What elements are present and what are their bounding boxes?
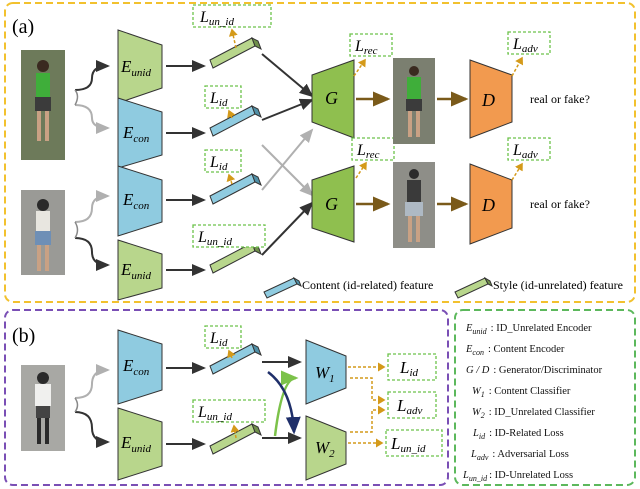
svg-text:Lun_id: Lun_id bbox=[197, 404, 232, 423]
branch-arrow-img2-con bbox=[74, 190, 110, 223]
svg-text:Lrec: Lrec bbox=[354, 38, 378, 57]
loss-id-a3-box: Lid bbox=[204, 149, 242, 173]
loss-id-right-box: Lid bbox=[387, 353, 437, 381]
panel-b-label: (b) bbox=[12, 325, 35, 347]
svg-text:Eunid: Eunid bbox=[120, 57, 151, 79]
svg-text:Ladv: Ladv bbox=[512, 142, 538, 161]
loss-un-id-b-box: Lun_id bbox=[192, 399, 266, 423]
svg-text:Ladv: Ladv bbox=[396, 396, 422, 417]
svg-text:G / D: Generator/Discriminator: G / D: Generator/Discriminator bbox=[466, 365, 603, 376]
encoder-unid-a1-base: E bbox=[120, 57, 132, 76]
generated-image-2 bbox=[393, 162, 435, 248]
loss-adv-1-box: Ladv bbox=[507, 31, 551, 55]
person-image-3 bbox=[21, 365, 65, 451]
svg-text:Ladv: Adversarial Loss: Ladv: Adversarial Loss bbox=[470, 449, 569, 462]
style-feature-a1 bbox=[209, 36, 262, 69]
svg-text:W2: ID_Unrelated Classifier: W2: ID_Unrelated Classifier bbox=[472, 407, 595, 420]
encoder-con-b1: Econ bbox=[117, 329, 163, 405]
discriminator-2: D bbox=[469, 163, 513, 245]
svg-text:Lun_id: Lun_id bbox=[199, 9, 234, 28]
loss-un-id-bottom-box: Lun_id bbox=[192, 224, 266, 248]
generator-2: G bbox=[311, 165, 355, 243]
svg-text:Lun_id: Lun_id bbox=[197, 229, 232, 248]
loss-rec-1-box: Lrec bbox=[349, 33, 393, 57]
loss-id-b-box: Lid bbox=[204, 325, 242, 349]
svg-text:Econ: Content Encoder: Econ: Content Encoder bbox=[465, 344, 565, 357]
classifier-w2: W2 bbox=[305, 415, 347, 481]
real-or-fake-label-2: real or fake? bbox=[530, 197, 590, 211]
svg-text:D: D bbox=[481, 195, 495, 215]
discriminator-1: D bbox=[469, 59, 513, 139]
svg-text:Ladv: Ladv bbox=[512, 36, 538, 55]
generated-image-1 bbox=[393, 58, 435, 144]
legend-style-feature-label: Style (id-unrelated) feature bbox=[493, 278, 623, 292]
svg-text:Eunid: ID_Unrelated Encoder: Eunid: ID_Unrelated Encoder bbox=[465, 323, 592, 336]
svg-text:Lun_id: ID-Unrelated Loss: Lun_id: ID-Unrelated Loss bbox=[462, 470, 573, 483]
svg-text:D: D bbox=[481, 90, 495, 110]
encoder-con-a2: Econ bbox=[117, 97, 163, 169]
svg-text:W1: Content Classifier: W1: Content Classifier bbox=[472, 386, 571, 399]
svg-text:Lid: Lid bbox=[209, 330, 228, 349]
branch-arrow-img1-unid bbox=[74, 60, 110, 91]
svg-text:W1: W1 bbox=[315, 363, 335, 385]
encoder-unid-b2: Eunid bbox=[117, 407, 163, 481]
svg-text:Eunid: Eunid bbox=[120, 433, 151, 455]
encoder-unid-a1: Eunid bbox=[117, 29, 163, 104]
generator-1: G bbox=[311, 59, 355, 139]
svg-text:Lrec: Lrec bbox=[356, 142, 380, 161]
svg-text:Econ: Econ bbox=[122, 190, 150, 212]
loss-un-id-right-box: Lun_id bbox=[385, 429, 443, 457]
loss-id-a2-box: Lid bbox=[204, 85, 242, 109]
svg-text:Econ: Econ bbox=[122, 356, 150, 378]
loss-rec-2-box: Lrec bbox=[351, 137, 395, 161]
panel-a-label: (a) bbox=[12, 16, 34, 38]
content-feature-b1 bbox=[209, 342, 262, 375]
style-feature-b2 bbox=[209, 422, 262, 455]
svg-text:Econ: Econ bbox=[122, 123, 150, 145]
content-feature-a3 bbox=[209, 172, 262, 205]
encoder-con-a3: Econ bbox=[117, 165, 163, 237]
legend-content-feature-label: Content (id-related) feature bbox=[302, 278, 433, 292]
svg-text:G: G bbox=[325, 194, 338, 214]
legend-list: Eunid: ID_Unrelated Encoder Econ: Conten… bbox=[462, 323, 603, 483]
swap-arrow-navy bbox=[267, 371, 301, 435]
encoder-unid-a4: Eunid bbox=[117, 239, 163, 301]
branch-arrow-img1-con bbox=[74, 104, 110, 134]
svg-text:Eunid: Eunid bbox=[120, 260, 151, 282]
legend-border bbox=[454, 309, 636, 486]
real-or-fake-label-1: real or fake? bbox=[530, 92, 590, 106]
svg-text:Lid: Lid bbox=[209, 154, 228, 173]
branch-arrow-img2-unid bbox=[74, 237, 110, 271]
loss-un-id-top-box: Lun_id bbox=[192, 4, 272, 28]
legend-style-feature-icon bbox=[454, 276, 493, 299]
content-feature-a2 bbox=[209, 104, 262, 137]
person-image-1 bbox=[21, 50, 65, 160]
loss-adv-2-box: Ladv bbox=[507, 137, 551, 161]
svg-text:G: G bbox=[325, 88, 338, 108]
classifier-w1: W1 bbox=[305, 339, 347, 405]
svg-text:Lun_id: Lun_id bbox=[390, 434, 426, 455]
loss-adv-right-box: Ladv bbox=[387, 391, 437, 419]
svg-text:Lid: Lid bbox=[209, 90, 228, 109]
panel-b-border bbox=[4, 309, 449, 486]
panel-a-border bbox=[4, 2, 636, 303]
legend-content-feature-icon bbox=[263, 276, 302, 299]
svg-text:W2: W2 bbox=[315, 438, 335, 460]
svg-text:Lid: Lid bbox=[399, 358, 419, 379]
person-image-2 bbox=[21, 190, 65, 275]
svg-text:Lid: ID-Related Loss: Lid: ID-Related Loss bbox=[472, 428, 564, 441]
